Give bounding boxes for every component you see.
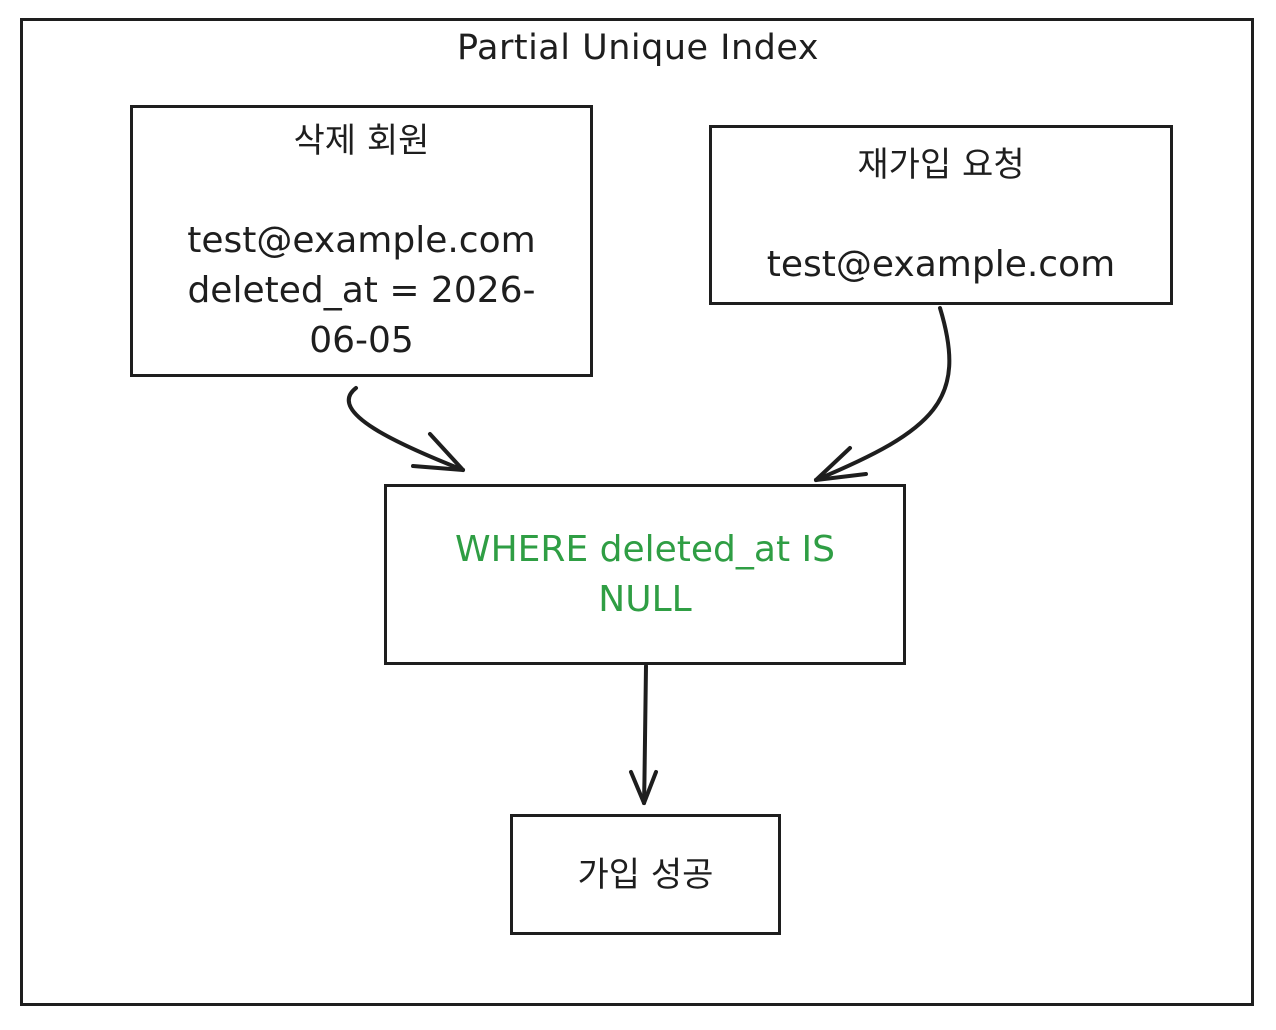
rejoin-request-box: 재가입 요청 test@example.com — [709, 125, 1173, 305]
rejoin-request-heading: 재가입 요청 — [857, 145, 1025, 185]
deleted-member-box: 삭제 회원 test@example.com deleted_at = 2026… — [130, 105, 593, 377]
deleted-member-heading: 삭제 회원 — [293, 121, 430, 161]
deleted-member-deleted-at: deleted_at = 2026- — [187, 270, 536, 311]
rejoin-request-email: test@example.com — [766, 244, 1116, 285]
index-condition-line-1: WHERE deleted_at IS — [455, 528, 835, 570]
deleted-member-deleted-at-cont: 06-05 — [309, 320, 414, 361]
diagram-title: Partial Unique Index — [456, 28, 820, 68]
signup-success-label: 가입 성공 — [577, 854, 714, 895]
diagram-frame — [20, 18, 1254, 1006]
deleted-member-email: test@example.com — [187, 220, 536, 261]
index-condition-box: WHERE deleted_at IS NULL — [384, 484, 906, 665]
index-condition-line-2: NULL — [598, 578, 692, 620]
signup-success-box: 가입 성공 — [510, 814, 781, 935]
